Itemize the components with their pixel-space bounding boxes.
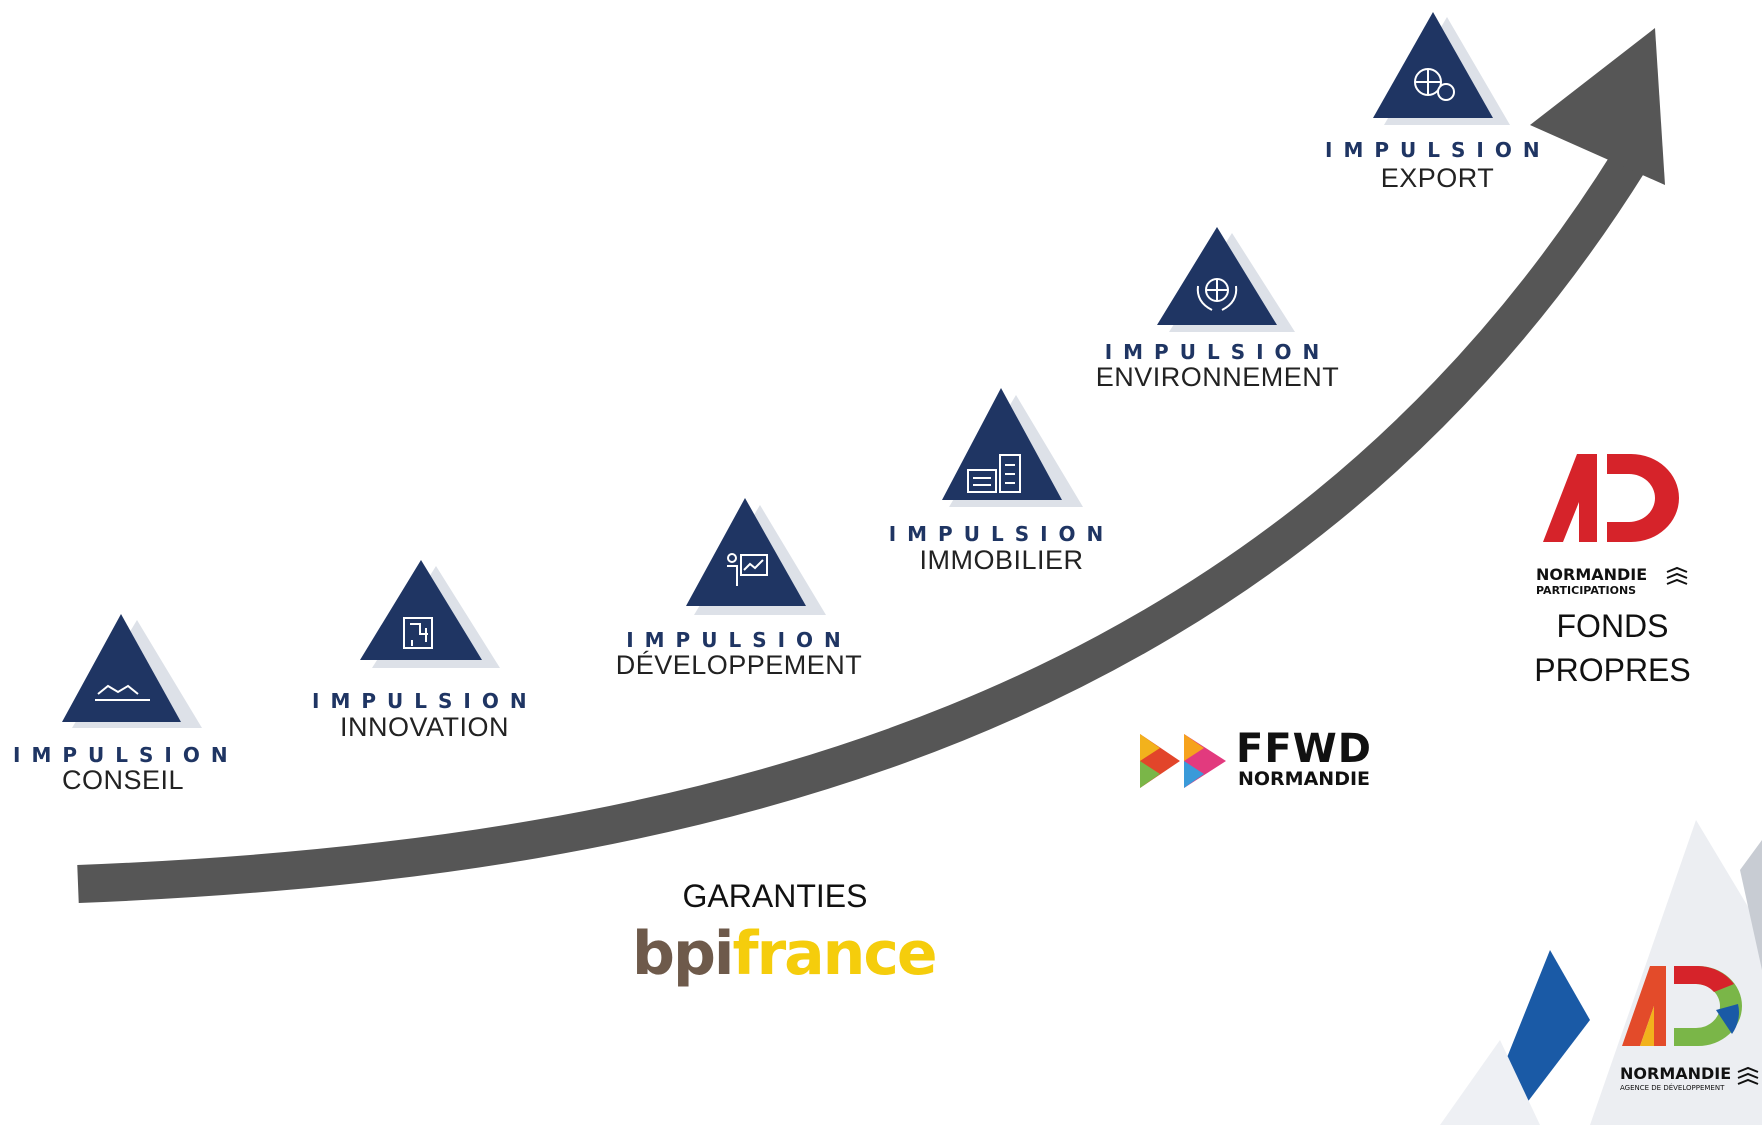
- step-conseil-name: CONSEIL: [61, 765, 185, 795]
- ad-participations-brand: NORMANDIE: [1536, 565, 1648, 584]
- step-developpement-name: DÉVELOPPEMENT: [615, 650, 863, 680]
- step-innovation-name: INNOVATION: [339, 712, 509, 742]
- ad-normandie-sub: AGENCE DE DÉVELOPPEMENT: [1620, 1084, 1725, 1092]
- step-innovation-prefix: IMPULSION: [312, 689, 538, 713]
- buildings-icon: [942, 388, 1083, 507]
- presenter-chart-icon: [686, 498, 826, 615]
- hands-globe-icon: [1157, 227, 1295, 332]
- fonds-propres-line1: FONDS: [1556, 608, 1669, 644]
- handshake-icon: [62, 614, 202, 728]
- bpifrance-logo-france: france: [732, 919, 937, 989]
- garanties-label: GARANTIES: [682, 878, 868, 914]
- bpifrance-logo-bpi: bpi: [632, 919, 734, 989]
- ad-participations-sub: PARTICIPATIONS: [1536, 584, 1637, 597]
- step-export-prefix: IMPULSION: [1325, 138, 1551, 162]
- step-environnement-prefix: IMPULSION: [1104, 340, 1331, 364]
- step-conseil-prefix: IMPULSION: [13, 743, 239, 767]
- maze-icon: [360, 560, 500, 668]
- normandy-lions-icon: [1737, 1066, 1759, 1085]
- bpifrance-logo: bpifrance: [632, 924, 938, 984]
- ffwd-logo-mark: [1140, 734, 1226, 788]
- ffwd-sub: NORMANDIE: [1238, 768, 1371, 790]
- step-export-name: EXPORT: [1380, 163, 1495, 193]
- step-immobilier-prefix: IMPULSION: [888, 522, 1115, 546]
- fonds-propres-line2: PROPRES: [1534, 652, 1691, 688]
- ad-participations-logo: [1543, 454, 1688, 585]
- step-immobilier-name: IMMOBILIER: [919, 545, 1084, 575]
- step-environnement-name: ENVIRONNEMENT: [1095, 362, 1340, 392]
- ad-normandie-brand: NORMANDIE: [1620, 1064, 1732, 1083]
- ffwd-brand: FFWD: [1236, 726, 1372, 772]
- ad-normandie-logo: [1622, 966, 1742, 1046]
- globe-exchange-icon: [1373, 12, 1510, 125]
- step-developpement-prefix: IMPULSION: [626, 628, 852, 652]
